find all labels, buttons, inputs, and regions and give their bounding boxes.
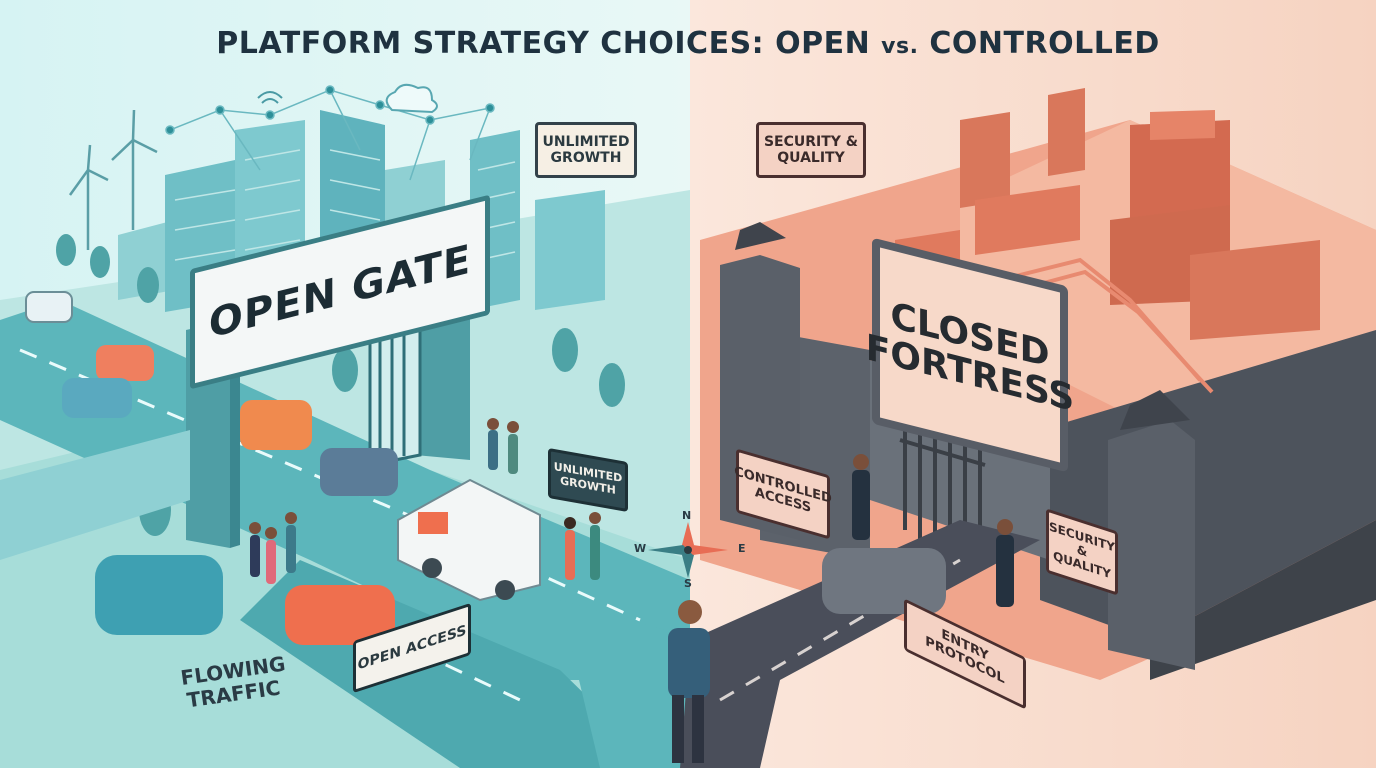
fortress-road bbox=[680, 520, 1040, 768]
open-wall bbox=[0, 430, 190, 560]
compass-w: W bbox=[634, 542, 647, 555]
security-quality-sign-top: SECURITY & QUALITY bbox=[756, 122, 866, 178]
unlimited-growth-sign-top: UNLIMITED GROWTH bbox=[535, 122, 637, 178]
wind-turbine-icon bbox=[68, 109, 158, 250]
compass-n: N bbox=[682, 509, 692, 522]
person-icon bbox=[668, 600, 710, 763]
car-icon bbox=[822, 548, 946, 614]
network-lines bbox=[165, 85, 495, 181]
wifi-icon bbox=[257, 91, 283, 104]
compass-s: S bbox=[684, 577, 692, 590]
guard-icons bbox=[852, 454, 1014, 607]
people-icons bbox=[249, 418, 601, 584]
fortress-buildings bbox=[895, 88, 1320, 340]
van-icon bbox=[397, 478, 541, 602]
cloud-icon bbox=[385, 83, 438, 114]
compass-icon bbox=[648, 522, 728, 578]
car-icons bbox=[25, 291, 398, 645]
page-title: PLATFORM STRATEGY CHOICES: OPEN vs. CONT… bbox=[216, 26, 1160, 61]
fortress-gate bbox=[899, 420, 986, 556]
compass-e: E bbox=[738, 542, 746, 555]
